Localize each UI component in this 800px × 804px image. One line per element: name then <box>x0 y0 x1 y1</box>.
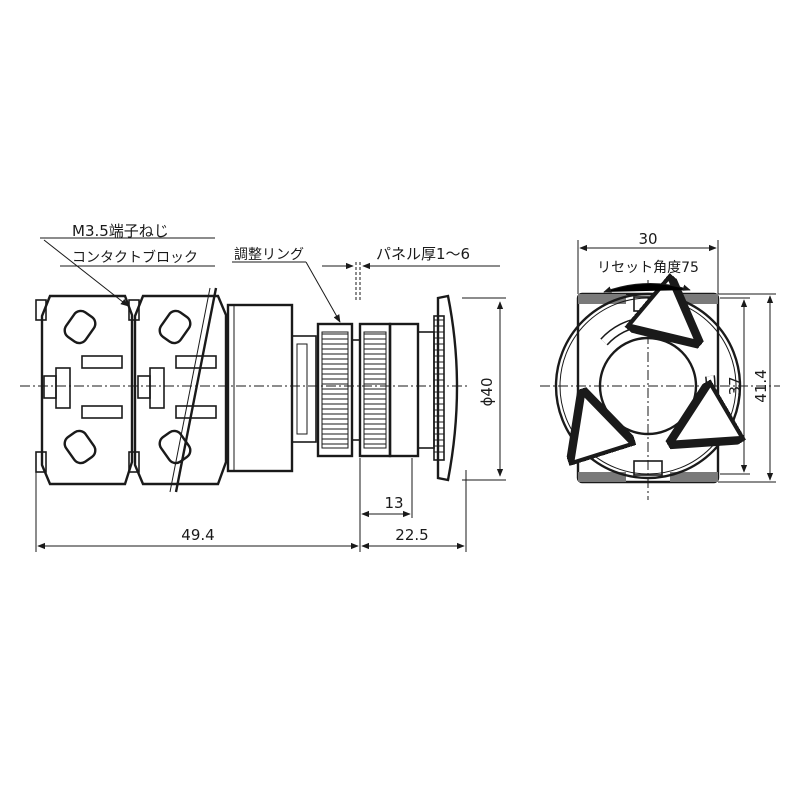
phi40-label: ϕ40 <box>478 378 496 407</box>
dim-41-4-label: 41.4 <box>752 369 770 402</box>
front-view: 30 リセット角度75 37 41.4 <box>540 230 780 500</box>
dim-37-label: 37 <box>726 376 744 395</box>
mushroom-head <box>433 294 459 482</box>
neck <box>291 335 317 443</box>
dim-13-label: 13 <box>384 494 403 512</box>
body-housing <box>226 303 294 473</box>
reset-angle-label: リセット角度75 <box>597 260 699 276</box>
contact-block-2 <box>128 294 228 486</box>
adjust-ring-2 <box>358 322 392 458</box>
dim-49-4-label: 49.4 <box>181 526 214 544</box>
panel-thickness-label: パネル厚1～6 <box>376 245 470 263</box>
side-view: M3.5端子ねじ コンタクトブロック 調整リング パネル厚1～6 ϕ40 13 … <box>20 222 506 552</box>
sleeve <box>388 322 420 458</box>
contact-block-label: コンタクトブロック <box>72 249 198 266</box>
dim-22-5-label: 22.5 <box>395 526 428 544</box>
screw-driver-line <box>174 287 218 493</box>
dim-30-label: 30 <box>638 230 657 248</box>
adjust-ring-label: 調整リング <box>234 247 304 263</box>
adjust-ring-1 <box>316 322 354 458</box>
contact-block-1 <box>35 294 134 486</box>
terminal-screw-label: M3.5端子ねじ <box>72 222 169 240</box>
